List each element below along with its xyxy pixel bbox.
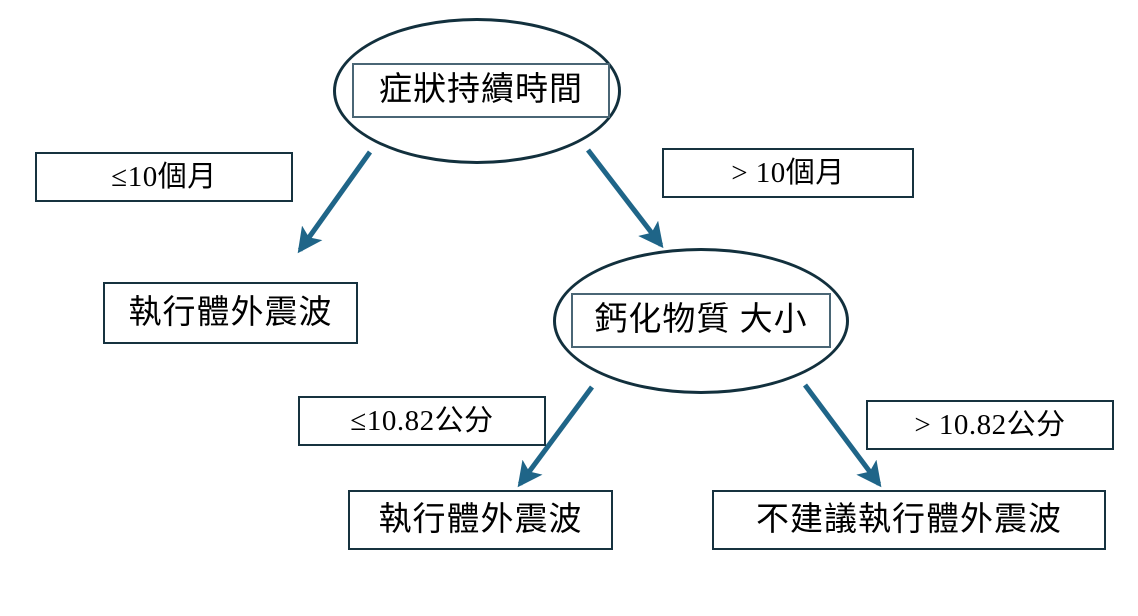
edge-label-text: > 10.82公分 xyxy=(914,408,1066,441)
edge-label-size-le: ≤10.82公分 xyxy=(298,396,546,446)
leaf-node-perform-eswt-bottom[interactable]: 執行體外震波 xyxy=(348,490,613,550)
edge-label-duration-gt: > 10個月 xyxy=(662,148,914,198)
leaf-node-perform-eswt-left[interactable]: 執行體外震波 xyxy=(103,282,358,344)
edge-label-text: ≤10.82公分 xyxy=(350,404,494,437)
decision-node-symptom-duration[interactable]: 症狀持續時間 xyxy=(333,18,621,164)
decision-node-label: 鈣化物質 大小 xyxy=(594,302,808,338)
edge-root-to-calc xyxy=(586,148,664,249)
node-caption-box: 症狀持續時間 xyxy=(352,63,610,118)
edge-label-duration-le: ≤10個月 xyxy=(35,152,293,202)
decision-node-label: 症狀持續時間 xyxy=(379,72,583,108)
leaf-node-label: 執行體外震波 xyxy=(128,294,333,331)
leaf-node-not-recommended-eswt[interactable]: 不建議執行體外震波 xyxy=(712,490,1106,550)
decision-node-calcification-size[interactable]: 鈣化物質 大小 xyxy=(553,248,849,394)
leaf-node-label: 不建議執行體外震波 xyxy=(756,501,1062,538)
node-caption-box: 鈣化物質 大小 xyxy=(571,293,831,348)
edge-label-text: ≤10個月 xyxy=(111,160,217,193)
edge-label-size-gt: > 10.82公分 xyxy=(866,400,1114,450)
edge-label-text: > 10個月 xyxy=(731,156,845,189)
edge-root-to-eswt-left xyxy=(297,150,373,254)
leaf-node-label: 執行體外震波 xyxy=(378,501,583,538)
